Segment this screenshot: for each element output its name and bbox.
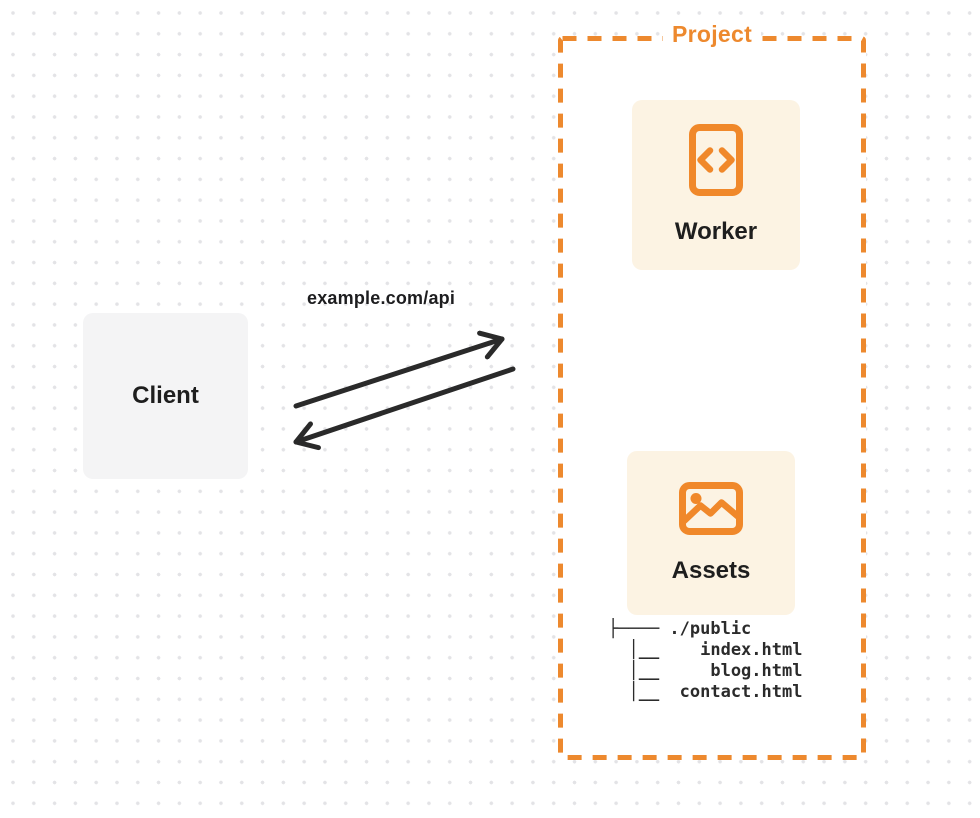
request-url-label: example.com/api [307,288,456,308]
assets-card: Assets [627,451,795,615]
worker-label: Worker [674,218,758,245]
project-title: Project [662,21,762,48]
code-document-icon [689,124,743,196]
client-card: Client [83,313,248,479]
project-dashed-border [558,36,866,760]
image-icon [679,481,743,535]
client-label: Client [132,382,199,409]
assets-file-tree: ├──── ./public │__ index.html │__ blog.h… [608,619,803,702]
worker-card: Worker [632,100,800,270]
project-group: Project Worker Assets ├──── ./public │__… [558,21,866,760]
assets-label: Assets [671,556,751,584]
